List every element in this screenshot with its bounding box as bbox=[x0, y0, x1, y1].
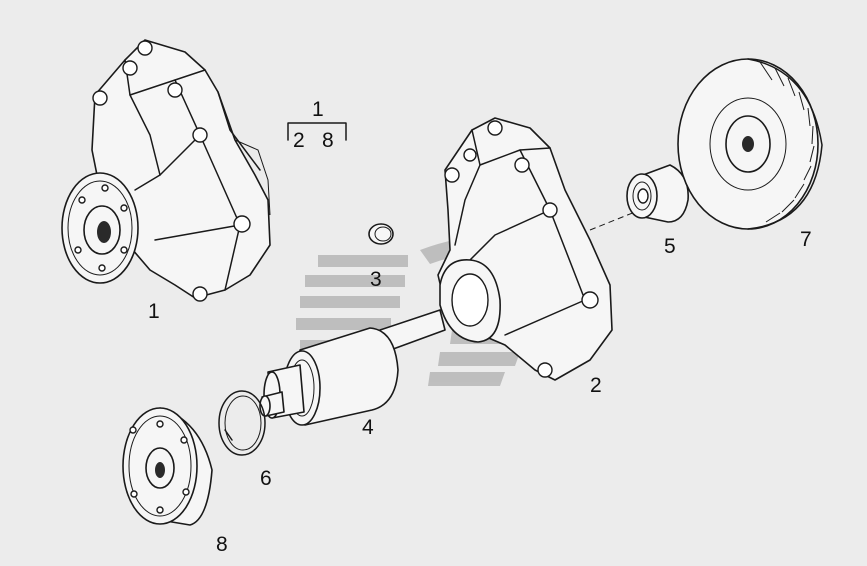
part-4-shaft-bearing: 4 bbox=[259, 309, 446, 439]
part-4-label: 4 bbox=[362, 416, 374, 439]
part-1-label: 1 bbox=[148, 300, 160, 323]
part-5-label: 5 bbox=[664, 235, 676, 258]
bracket-left-label: 2 bbox=[293, 129, 305, 152]
assembly-axis-line bbox=[589, 211, 636, 231]
part-3-seal-ring: 3 bbox=[368, 223, 394, 291]
part-7-impeller: 7 bbox=[677, 58, 823, 251]
part-8-label: 8 bbox=[216, 533, 228, 556]
part-6-retaining-ring: 6 bbox=[218, 390, 272, 490]
bracket-top-label: 1 bbox=[312, 98, 324, 121]
part-5-mechanical-seal: 5 bbox=[626, 164, 689, 258]
part-2-label: 2 bbox=[590, 374, 602, 397]
part-7-label: 7 bbox=[800, 228, 812, 251]
assembly-bracket: 1 2 8 bbox=[287, 98, 347, 152]
part-8-hub-flange: 8 bbox=[122, 407, 228, 556]
part-3-label: 3 bbox=[370, 268, 382, 291]
part-6-label: 6 bbox=[260, 467, 272, 490]
bracket-right-label: 8 bbox=[322, 129, 334, 152]
part-1-water-pump-assembly: 1 bbox=[61, 39, 271, 323]
part-2-pump-housing: 2 bbox=[437, 117, 613, 397]
